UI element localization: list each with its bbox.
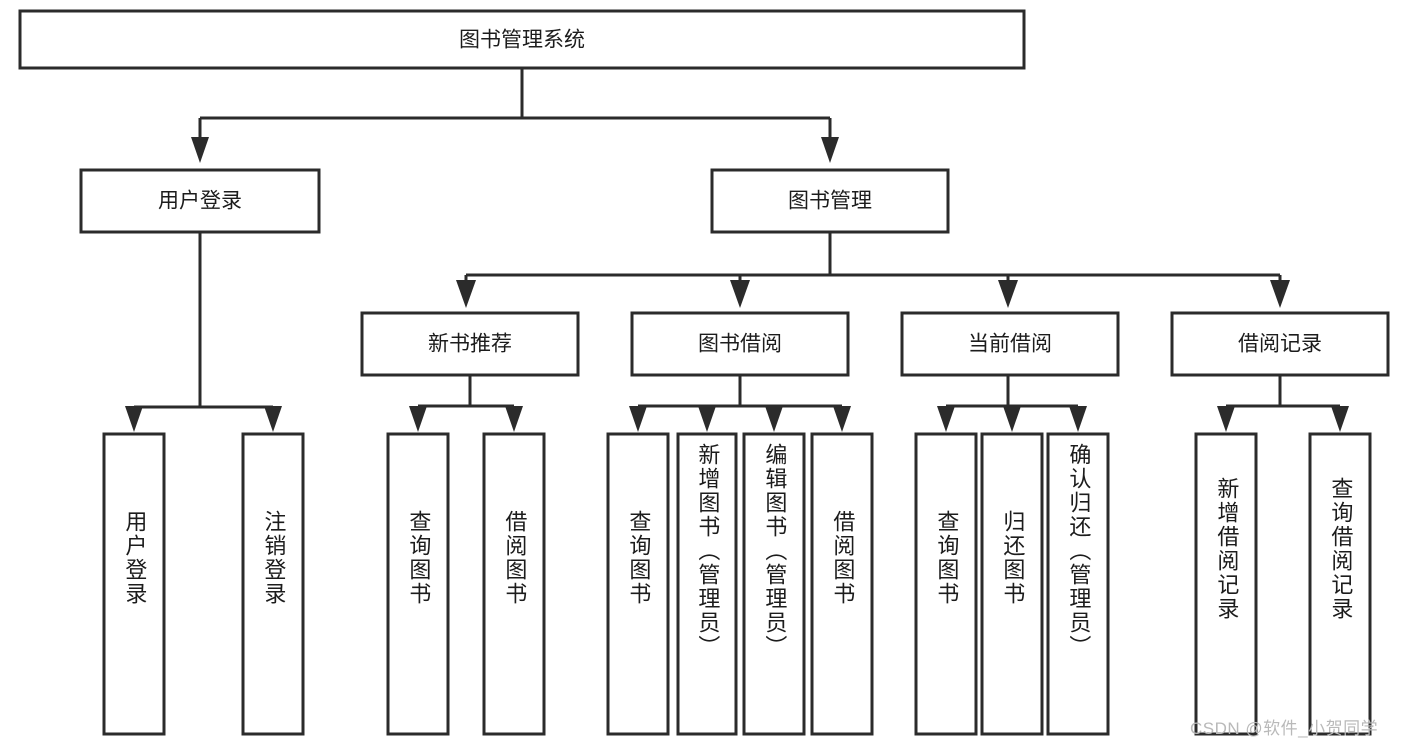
node-new-book-recommend[interactable]: 新书推荐: [360, 311, 580, 377]
leaf-box-return-book[interactable]: [980, 432, 1044, 736]
csdn-watermark: CSDN @软件_小贺同学: [1190, 719, 1379, 738]
connectors-user-login-to-leaves: [125, 232, 282, 432]
arrow-leaf-user-logout: [264, 406, 282, 432]
borrow-record-box[interactable]: [1170, 311, 1390, 377]
arrow-leaf-query-book-1: [409, 406, 427, 432]
book-borrow-label: 图书借阅: [698, 333, 782, 356]
leaf-box-user-login[interactable]: [102, 432, 166, 736]
arrow-to-book-manage: [821, 137, 839, 163]
leaf-box-query-record[interactable]: [1308, 432, 1372, 736]
connectors-current-borrow-to-leaves: [937, 375, 1087, 432]
connectors-new-book-recommend-to-leaves: [409, 375, 523, 432]
current-borrow-label: 当前借阅: [968, 333, 1052, 356]
leaf-box-query-book-2[interactable]: [606, 432, 670, 736]
leaf-box-query-book-3[interactable]: [914, 432, 978, 736]
arrow-book-borrow: [730, 280, 750, 308]
node-root[interactable]: 图书管理系统: [18, 9, 1026, 70]
leaf-box-borrow-book-2[interactable]: [810, 432, 874, 736]
arrow-to-user-login: [191, 137, 209, 163]
arrow-leaf-confirm-return: [1069, 406, 1087, 432]
arrow-current-borrow: [998, 280, 1018, 308]
root-label: 图书管理系统: [459, 29, 585, 52]
arrow-leaf-add-book: [698, 406, 716, 432]
leaf-boxes: [102, 432, 1372, 736]
arrow-leaf-add-record: [1217, 406, 1235, 432]
arrow-leaf-user-login: [125, 406, 143, 432]
user-login-box[interactable]: [79, 168, 321, 234]
root-box[interactable]: [18, 9, 1026, 70]
arrow-leaf-query-book-2: [629, 406, 647, 432]
connectors-book-manage-to-level3: [456, 232, 1290, 308]
connectors-book-borrow-to-leaves: [629, 375, 851, 432]
arrow-leaf-borrow-book-1: [505, 406, 523, 432]
arrow-leaf-borrow-book-2: [833, 406, 851, 432]
arrow-leaf-query-record: [1331, 406, 1349, 432]
leaf-box-user-logout[interactable]: [241, 432, 305, 736]
node-borrow-record[interactable]: 借阅记录: [1170, 311, 1390, 377]
new-book-recommend-box[interactable]: [360, 311, 580, 377]
connectors-borrow-record-to-leaves: [1217, 375, 1349, 432]
leaf-box-edit-book[interactable]: [742, 432, 806, 736]
new-book-recommend-label: 新书推荐: [428, 333, 512, 356]
book-manage-label: 图书管理: [788, 190, 872, 213]
connectors-root-to-level2: [191, 68, 839, 163]
current-borrow-box[interactable]: [900, 311, 1120, 377]
user-login-label: 用户登录: [158, 190, 242, 213]
node-user-login[interactable]: 用户登录: [79, 168, 321, 234]
book-borrow-box[interactable]: [630, 311, 850, 377]
leaf-box-query-book-1[interactable]: [386, 432, 450, 736]
arrow-new-book-recommend: [456, 280, 476, 308]
node-book-manage[interactable]: 图书管理: [710, 168, 950, 234]
leaf-box-borrow-book-1[interactable]: [482, 432, 546, 736]
node-current-borrow[interactable]: 当前借阅: [900, 311, 1120, 377]
borrow-record-label: 借阅记录: [1238, 333, 1322, 356]
arrow-leaf-edit-book: [765, 406, 783, 432]
book-manage-box[interactable]: [710, 168, 950, 234]
arrow-borrow-record: [1270, 280, 1290, 308]
leaf-box-add-record[interactable]: [1194, 432, 1258, 736]
node-book-borrow[interactable]: 图书借阅: [630, 311, 850, 377]
leaf-box-confirm-return[interactable]: [1046, 432, 1110, 736]
arrow-leaf-return-book: [1003, 406, 1021, 432]
arrow-leaf-query-book-3: [937, 406, 955, 432]
leaf-box-add-book[interactable]: [676, 432, 738, 736]
